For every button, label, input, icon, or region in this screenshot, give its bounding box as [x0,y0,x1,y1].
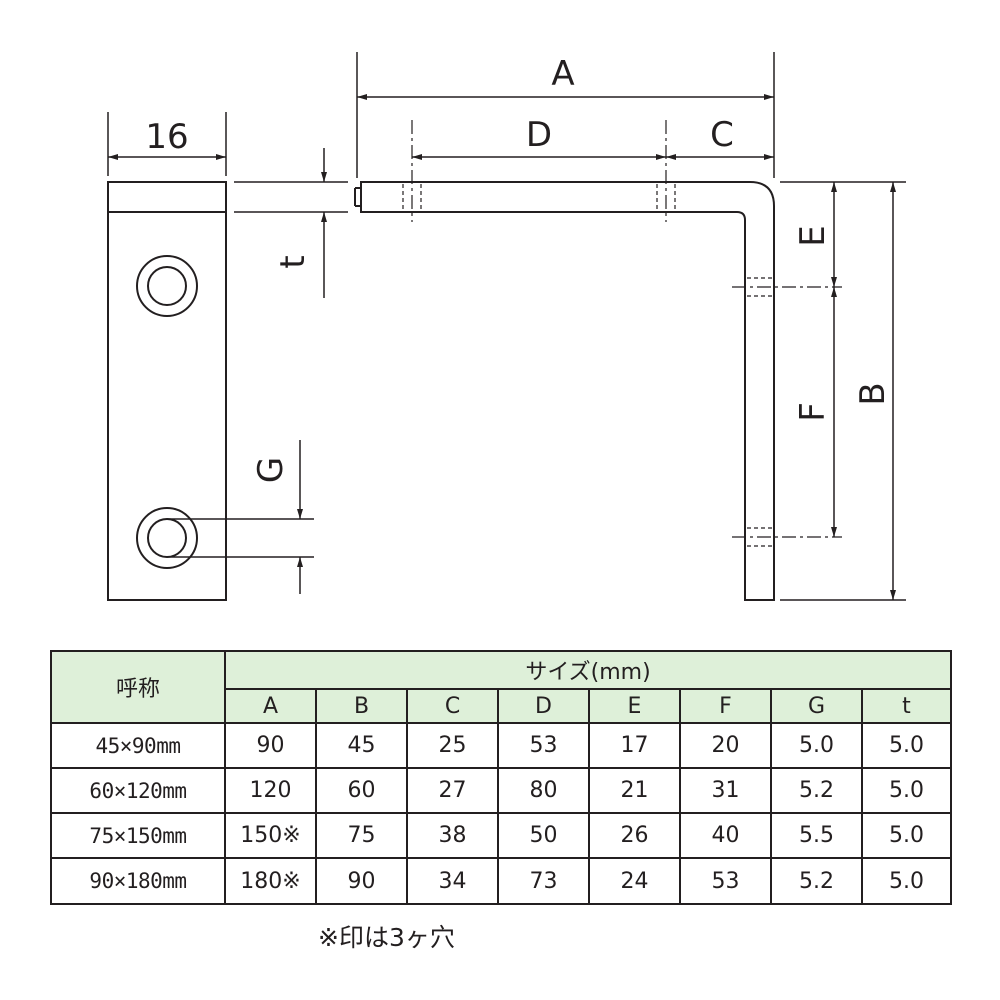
table-cell: 5.0 [770,722,863,769]
column-header: A [224,688,317,724]
dimension-F-label: F [793,402,833,422]
table-cell: 53 [679,857,772,905]
plate-outline [107,181,227,601]
table-cell: 5.0 [861,857,952,905]
table-cell: 26 [588,812,681,859]
table-cell: 34 [406,857,499,905]
name-header: 呼称 [50,650,226,724]
hidden-hole-lines [402,184,772,547]
upper-hole [136,255,198,317]
table-cell: 90 [315,857,408,905]
table-row: 60×120mm 120 60 27 80 21 31 5.2 5.0 [50,767,952,814]
column-header: E [588,688,681,724]
hole-label: G [251,457,291,483]
table-cell: 31 [679,767,772,814]
dimension-E-label: E [793,225,833,246]
table-cell: 5.0 [861,722,952,769]
dimension-B-label: B [853,382,893,405]
thickness-dimension [234,148,348,298]
table-cell: 21 [588,767,681,814]
table-cell: 150※ [224,812,317,859]
table-row: 90×180mm 180※ 90 34 73 24 53 5.2 5.0 [50,857,952,905]
table-row: 75×150mm 150※ 75 38 50 26 40 5.5 5.0 [50,812,952,859]
table-cell: 80 [497,767,590,814]
dimension-A-label: A [551,54,574,94]
table-cell: 90 [224,722,317,769]
front-view [107,181,227,601]
table-cell: 5.2 [770,767,863,814]
table-cell: 17 [588,722,681,769]
width-dimension [107,112,227,176]
row-name: 90×180mm [50,857,226,905]
size-header: サイズ(mm) [224,650,952,690]
table-cell: 38 [406,812,499,859]
table-cell: 20 [679,722,772,769]
table-cell: 53 [497,722,590,769]
column-header: B [315,688,408,724]
dimension-D-label: D [526,115,552,155]
table-row: 45×90mm 90 45 25 53 17 20 5.0 5.0 [50,722,952,769]
table-cell: 60 [315,767,408,814]
table-cell: 45 [315,722,408,769]
column-header: D [497,688,590,724]
table-cell: 27 [406,767,499,814]
size-table: 呼称 サイズ(mm) A B C D E F G t 45×90mm 90 45… [50,650,952,905]
column-header: t [861,688,952,724]
table-cell: 5.0 [861,767,952,814]
column-header: C [406,688,499,724]
row-name: 45×90mm [50,722,226,769]
lower-hole [136,507,198,569]
row-name: 75×150mm [50,812,226,859]
side-view [354,181,775,601]
row-name: 60×120mm [50,767,226,814]
bracket-drawing: 16 t G [107,52,906,601]
dimension-B-extensions [780,181,906,601]
table-cell: 180※ [224,857,317,905]
bracket-profile [360,181,775,601]
table-cell: 40 [679,812,772,859]
column-header: F [679,688,772,724]
footnote: ※印は3ヶ穴 [318,923,455,952]
dimension-C-label: C [710,115,734,155]
table-cell: 75 [315,812,408,859]
table-cell: 25 [406,722,499,769]
table-cell: 24 [588,857,681,905]
table-cell: 50 [497,812,590,859]
width-label: 16 [145,117,188,157]
hole-center-lines [411,120,842,538]
table-cell: 5.0 [861,812,952,859]
thickness-label: t [273,255,313,268]
hole-dimension [167,440,314,594]
table-cell: 5.5 [770,812,863,859]
table-cell: 73 [497,857,590,905]
table-cell: 5.2 [770,857,863,905]
column-header: G [770,688,863,724]
table-cell: 120 [224,767,317,814]
